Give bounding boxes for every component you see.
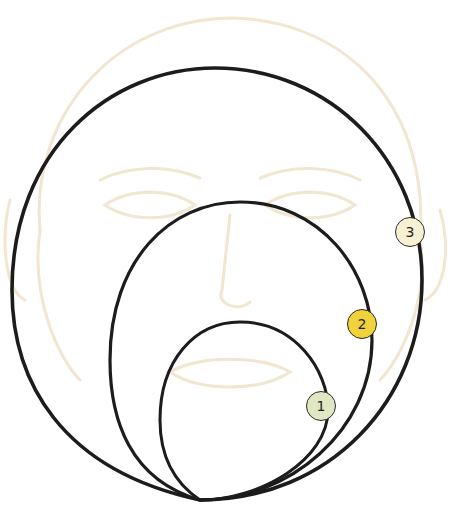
cheek-left xyxy=(38,230,80,380)
eye-left xyxy=(105,192,195,218)
callout-number: 3 xyxy=(406,225,415,239)
outer-oval xyxy=(12,68,422,500)
nose xyxy=(221,215,250,307)
callout-circle: 2 xyxy=(347,309,377,339)
middle-oval xyxy=(110,202,372,500)
callout-circle: 1 xyxy=(306,391,336,421)
inner-oval xyxy=(160,322,328,500)
brow-right xyxy=(260,168,360,180)
callout-circle: 3 xyxy=(395,217,425,247)
callout-number: 1 xyxy=(317,399,326,413)
mouth xyxy=(170,359,290,387)
brow-left xyxy=(100,168,200,180)
callout-number: 2 xyxy=(358,317,367,331)
ear-right xyxy=(425,210,445,300)
cheek-right xyxy=(380,240,422,380)
eye-right xyxy=(265,192,355,218)
face-zones xyxy=(12,68,422,500)
